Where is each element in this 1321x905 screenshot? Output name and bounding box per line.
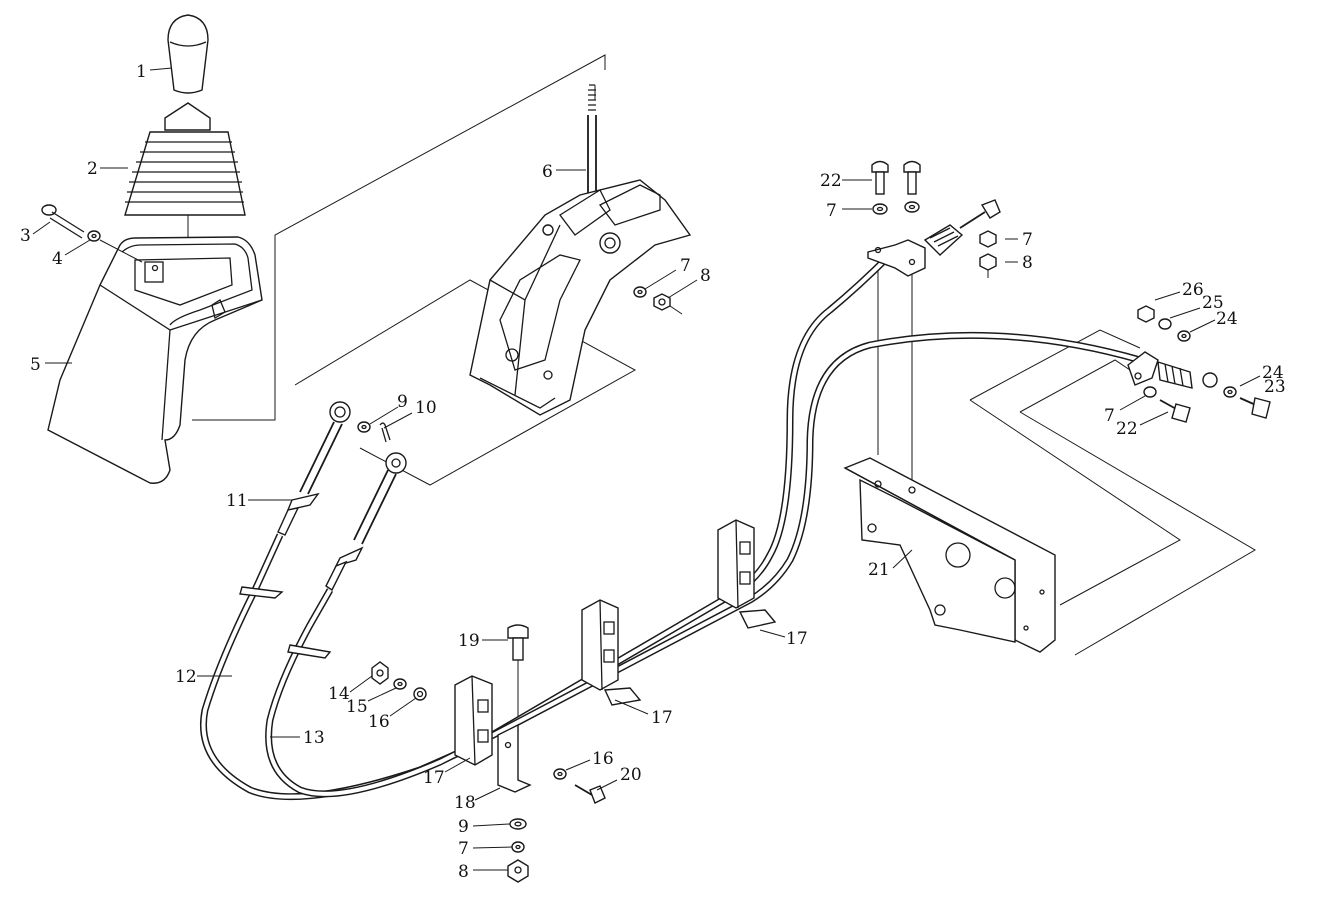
nut-8-lower bbox=[507, 859, 529, 883]
callout-19: 19 bbox=[458, 631, 480, 651]
nut-14 bbox=[371, 661, 389, 685]
callout-7-shifter: 7 bbox=[680, 256, 691, 276]
callout-numbers: 1 2 3 4 5 6 7 8 9 10 11 12 13 14 15 16 1… bbox=[20, 62, 1286, 882]
clamp-17-middle bbox=[581, 599, 642, 706]
shifter-assembly bbox=[469, 84, 692, 416]
bolt-22-top-left bbox=[871, 160, 889, 195]
callout-2: 2 bbox=[87, 159, 98, 179]
callout-3: 3 bbox=[20, 226, 31, 246]
bolt-20 bbox=[574, 784, 606, 804]
callout-17-right: 17 bbox=[786, 629, 808, 649]
callout-17-middle: 17 bbox=[651, 708, 673, 728]
callout-24-lower: 24 bbox=[1262, 363, 1284, 383]
callout-23: 23 bbox=[1264, 377, 1286, 397]
callout-22-right: 22 bbox=[1116, 419, 1138, 439]
bolt-22-top-right bbox=[903, 160, 921, 195]
callout-17-left: 17 bbox=[423, 768, 445, 788]
callout-8-top-right: 8 bbox=[1022, 253, 1033, 273]
callout-11: 11 bbox=[226, 491, 248, 511]
bracket-18 bbox=[497, 723, 532, 793]
callout-16-right: 16 bbox=[592, 749, 614, 769]
washer-4 bbox=[87, 230, 101, 242]
callout-8-lower: 8 bbox=[458, 862, 469, 882]
nut-8-shifter bbox=[653, 293, 683, 315]
washer-7-top bbox=[872, 201, 920, 215]
cable-end-11 bbox=[277, 401, 351, 536]
washer-7-right bbox=[1143, 386, 1157, 398]
callout-14: 14 bbox=[328, 684, 350, 704]
washer-9-lower bbox=[509, 818, 527, 830]
washer-7-shifter bbox=[633, 286, 647, 298]
callout-15: 15 bbox=[346, 697, 368, 717]
callout-12: 12 bbox=[175, 667, 197, 687]
washer-15 bbox=[393, 678, 407, 690]
washer-16-left bbox=[413, 687, 427, 701]
cable-end-13 bbox=[325, 452, 407, 592]
callout-10: 10 bbox=[415, 398, 437, 418]
nut-7-8-top-right bbox=[979, 230, 997, 278]
callout-7-top: 7 bbox=[826, 201, 837, 221]
washer-9-upper bbox=[357, 421, 371, 433]
bolt-3 bbox=[41, 204, 85, 239]
washer-24-upper bbox=[1177, 330, 1191, 342]
washer-7-lower bbox=[511, 841, 525, 853]
callout-20: 20 bbox=[620, 765, 642, 785]
washer-16-right bbox=[553, 768, 567, 780]
callout-25: 25 bbox=[1202, 293, 1224, 313]
callout-24-upper: 24 bbox=[1216, 309, 1238, 329]
callout-7-right: 7 bbox=[1104, 406, 1115, 426]
cable-ties bbox=[239, 586, 332, 659]
callout-leaders bbox=[32, 67, 1261, 871]
cotter-pin-10 bbox=[379, 422, 391, 443]
callout-16-left: 16 bbox=[368, 712, 390, 732]
callout-5: 5 bbox=[30, 355, 41, 375]
console-housing bbox=[47, 236, 263, 484]
nut-26 bbox=[1137, 305, 1155, 323]
washer-24-lower bbox=[1223, 386, 1237, 398]
callout-1: 1 bbox=[136, 62, 147, 82]
assembly-guide-lines bbox=[192, 54, 1256, 790]
cable-end-right bbox=[1127, 351, 1218, 389]
callout-26: 26 bbox=[1182, 280, 1204, 300]
bolt-19 bbox=[507, 624, 529, 661]
callout-18: 18 bbox=[454, 793, 476, 813]
shift-knob bbox=[167, 14, 209, 111]
callout-13: 13 bbox=[303, 728, 325, 748]
callout-22-top: 22 bbox=[820, 171, 842, 191]
callout-9-lower: 9 bbox=[458, 817, 469, 837]
callout-9-upper: 9 bbox=[397, 392, 408, 412]
callout-6: 6 bbox=[542, 162, 553, 182]
mounting-bracket-21 bbox=[843, 457, 1056, 653]
clamp-17-right bbox=[717, 519, 777, 629]
callout-7-top-right: 7 bbox=[1022, 230, 1033, 250]
cable-clamp-top bbox=[867, 199, 1001, 277]
callout-21: 21 bbox=[868, 560, 890, 580]
bolt-22-right bbox=[1159, 399, 1191, 423]
bolt-23 bbox=[1239, 397, 1271, 419]
cable-13 bbox=[265, 331, 1141, 798]
callout-8-shifter: 8 bbox=[700, 266, 711, 286]
callout-4: 4 bbox=[52, 249, 63, 269]
clamp-17-left bbox=[454, 675, 493, 766]
callout-7-lower: 7 bbox=[458, 839, 469, 859]
washer-25 bbox=[1158, 318, 1172, 330]
